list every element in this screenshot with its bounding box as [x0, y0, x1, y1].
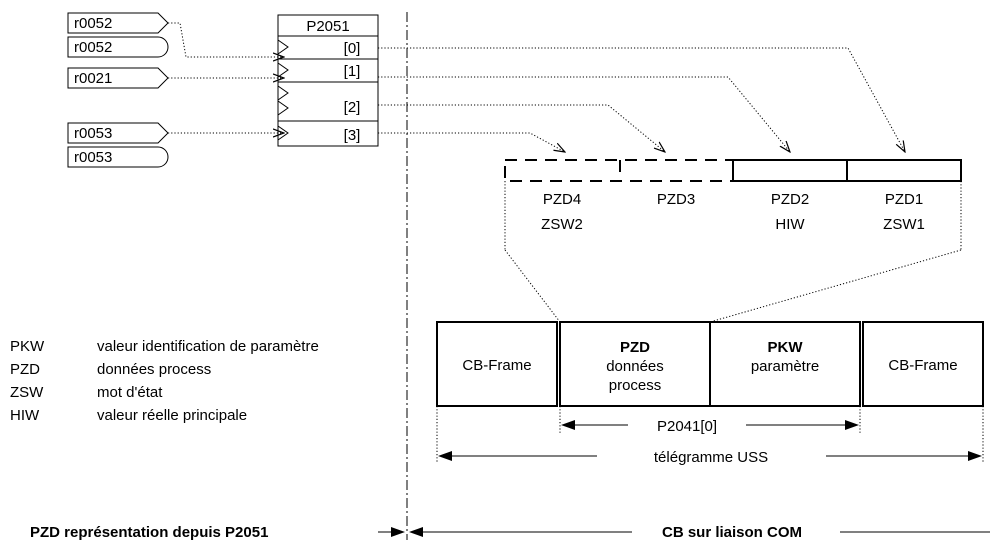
telegram-frame: CB-Frame PZD données process PKW paramèt…: [436, 321, 984, 407]
connector-r0052-a: r0052: [67, 12, 169, 34]
p2051-block: P2051 [0] [1] [2] [3]: [277, 14, 379, 147]
legend-text-pkw: valeur identification de paramètre: [97, 338, 319, 355]
cb-frame-left: CB-Frame: [462, 357, 531, 374]
pzd3-label: PZD3: [657, 191, 695, 208]
legend-abbr-hiw: HIW: [10, 407, 40, 424]
legend: PKW valeur identification de paramètre P…: [10, 338, 319, 424]
p2051-index-1: [1]: [344, 63, 361, 80]
p2051-index-3: [3]: [344, 127, 361, 144]
p2051-index-0: [0]: [344, 40, 361, 57]
connector-label: r0053: [74, 125, 112, 142]
pzd-frame-title: PZD: [620, 339, 650, 356]
pkw-frame-sub: paramètre: [751, 358, 819, 375]
bottom-right-label: CB sur liaison COM: [662, 524, 802, 541]
bottom-left-label: PZD représentation depuis P2051: [30, 524, 268, 541]
legend-abbr-pzd: PZD: [10, 361, 40, 378]
uss-label: télégramme USS: [654, 449, 768, 466]
pzd-word-labels: PZD4 ZSW2 PZD3 PZD2 HIW PZD1 ZSW1: [541, 191, 925, 233]
bottom-scope: PZD représentation depuis P2051 CB sur l…: [30, 524, 990, 541]
mapping-links: [378, 47, 905, 152]
pzd-frame-line2: process: [609, 377, 662, 394]
pzd4-label: PZD4: [543, 191, 581, 208]
legend-text-pzd: données process: [97, 361, 211, 378]
connector-label: r0053: [74, 149, 112, 166]
connector-label: r0021: [74, 70, 112, 87]
pzd1-sub: ZSW1: [883, 216, 925, 233]
cb-frame-right: CB-Frame: [888, 357, 957, 374]
connector-label: r0052: [74, 15, 112, 32]
pzd-frame-line1: données: [606, 358, 664, 375]
pzd2-label: PZD2: [771, 191, 809, 208]
legend-text-hiw: valeur réelle principale: [97, 407, 247, 424]
connector-r0021: r0021: [67, 67, 169, 89]
p2041-label: P2041[0]: [657, 418, 717, 435]
connector-label: r0052: [74, 39, 112, 56]
expand-line-right: [709, 249, 962, 323]
legend-text-zsw: mot d'état: [97, 384, 163, 401]
p2051-title: P2051: [306, 18, 349, 35]
dimension-p2041: P2041[0]: [559, 406, 861, 435]
connector-r0053-a: r0053: [67, 122, 169, 144]
expand-line-left: [504, 249, 561, 323]
pzd4-sub: ZSW2: [541, 216, 583, 233]
dimension-uss: télégramme USS: [436, 406, 984, 466]
input-links: [168, 22, 284, 133]
p2051-index-2: [2]: [344, 99, 361, 116]
connector-r0053-b: r0053: [67, 146, 169, 168]
legend-abbr-pkw: PKW: [10, 338, 45, 355]
legend-abbr-zsw: ZSW: [10, 384, 44, 401]
pzd-words-row: [504, 159, 962, 182]
pzd1-label: PZD1: [885, 191, 923, 208]
pkw-frame-title: PKW: [768, 339, 804, 356]
connector-r0052-b: r0052: [67, 36, 169, 58]
pzd2-sub: HIW: [775, 216, 805, 233]
